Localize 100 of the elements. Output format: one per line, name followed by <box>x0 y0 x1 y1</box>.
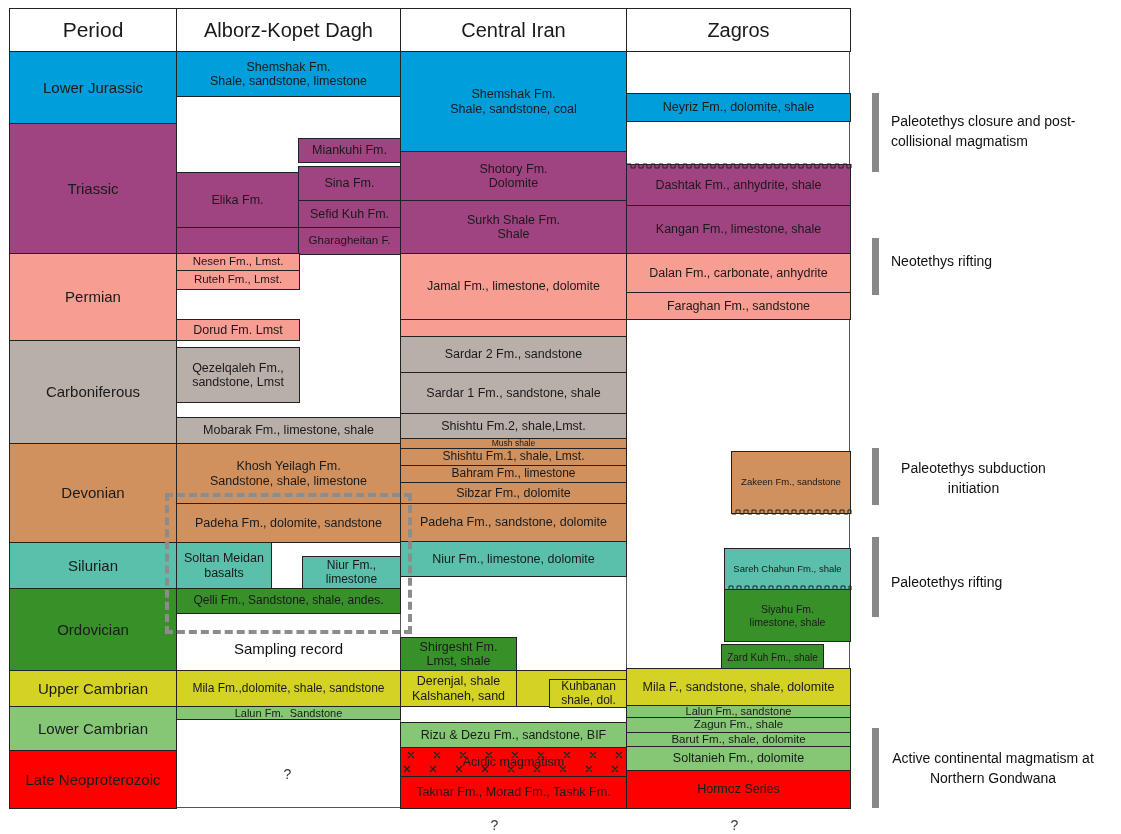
formation-box <box>626 164 851 206</box>
event-label: Neotethys rifting <box>891 252 994 271</box>
formation-name: Faraghan Fm., sandstone <box>666 298 811 314</box>
formation-name: Miankuhi Fm. <box>312 143 387 158</box>
formation-box <box>176 172 299 228</box>
formation-name: Sardar 1 Fm., sandstone, shale <box>426 385 601 401</box>
event-label: Paleotethys closure and post-collisional magmatism <box>891 112 1077 152</box>
formation-name: Dorud Fm. Lmst <box>193 322 283 338</box>
formation-name: Kalshaneh, sand <box>411 688 506 703</box>
formation-name: Shotory Fm. <box>479 161 548 176</box>
formation-name: Dalan Fm., carbonate, anhydrite <box>649 265 828 281</box>
question-mark: ? <box>282 765 293 784</box>
formation-name: Shirgesht Fm. <box>419 639 498 654</box>
formation-name: Surkh Shale Fm. <box>466 212 561 227</box>
formation-name: Shishtu Fm.1, shale, Lmst. <box>442 450 585 464</box>
formation-box <box>400 51 627 152</box>
formation-box <box>626 668 851 706</box>
formation-box <box>516 670 627 707</box>
formation-name: Mila F., sandstone, shale, dolomite <box>642 679 835 695</box>
formation-name: Lalun Fm. Sandstone <box>234 706 343 720</box>
formation-box <box>400 541 627 577</box>
formation-name: Niur Fm., limestone <box>324 558 379 587</box>
period-name: Triassic <box>67 179 119 198</box>
period-box <box>9 706 177 751</box>
formation-box <box>176 706 401 720</box>
formation-name: Mush shale <box>491 438 536 449</box>
event-label: Paleotethys rifting <box>891 573 1004 592</box>
formation-box <box>400 670 517 707</box>
period-box <box>9 443 177 543</box>
formation-box <box>176 417 401 444</box>
formation-box <box>176 542 272 589</box>
formation-box <box>400 637 517 671</box>
formation-name: Rizu & Dezu Fm., sandstone, BIF <box>420 727 607 743</box>
formation-box <box>298 200 401 228</box>
formation-name: Ruteh Fm., Lmst. <box>193 273 283 287</box>
formation-name: Lmst, shale <box>426 654 491 669</box>
formation-name: Sandstone, shale, limestone <box>209 473 367 488</box>
formation-box <box>400 336 627 373</box>
formation-box <box>626 717 851 733</box>
formation-box <box>400 253 627 320</box>
formation-name: Shale, sandstone, limestone <box>209 74 367 89</box>
region-label: Sampling record <box>232 640 345 657</box>
formation-box <box>298 166 401 201</box>
formation-name: Kuhbanan shale, dol. <box>560 679 617 708</box>
formation-name: limestone, shale <box>749 615 826 628</box>
formation-box <box>176 253 300 271</box>
formation-box <box>400 151 627 201</box>
period-box <box>9 588 177 671</box>
formation-name: Sardar 2 Fm., sandstone <box>444 347 583 362</box>
formation-name: Padeha Fm., sandstone, dolomite <box>420 515 607 530</box>
formation-name: Taknar Fm., Morad Fm., Tashk Fm. <box>416 785 611 800</box>
period-box <box>9 123 177 254</box>
formation-name: Sefid Kuh Fm. <box>309 206 390 222</box>
question-mark: ? <box>729 816 740 834</box>
column-header: Zagros <box>707 18 770 42</box>
period-name: Silurian <box>68 556 118 575</box>
period-box <box>9 51 177 124</box>
formation-name: Shale <box>497 227 530 242</box>
period-name: Ordovician <box>57 620 129 639</box>
formation-name: Neyriz Fm., dolomite, shale <box>662 100 815 115</box>
formation-box <box>626 205 851 254</box>
period-name: Lower Jurassic <box>42 78 143 97</box>
formation-box <box>298 227 401 255</box>
formation-name: Shemshak Fm. <box>246 59 331 74</box>
formation-box <box>626 770 851 809</box>
formation-name: Soltan Meidan basalts <box>183 551 265 580</box>
formation-name: Mila Fm.,dolomite, shale, sandstone <box>192 681 385 696</box>
formation-name: Dashtak Fm., anhydrite, shale <box>655 177 822 193</box>
period-box <box>9 750 177 809</box>
period-box <box>9 340 177 444</box>
formation-box <box>176 319 300 341</box>
formation-box <box>176 443 401 504</box>
formation-name: Khosh Yeilagh Fm. <box>236 459 341 474</box>
formation-box <box>400 372 627 414</box>
header-cell <box>9 8 177 52</box>
period-name: Late Neoproterozoic <box>25 770 161 789</box>
formation-box <box>400 413 627 439</box>
formation-name: Shishtu Fm.2, shale,Lmst. <box>441 418 586 434</box>
formation-box <box>731 451 851 514</box>
formation-box <box>724 548 851 590</box>
formation-name: Hormoz Series <box>697 782 780 797</box>
formation-box <box>176 503 401 543</box>
formation-name: Soltanieh Fm., dolomite <box>672 751 805 766</box>
formation-name: Qezelqaleh Fm., sandstone, Lmst <box>191 360 285 390</box>
formation-box <box>176 51 401 97</box>
formation-name: Qelli Fm., Sandstone, shale, andes. <box>193 594 384 608</box>
formation-box <box>626 93 851 122</box>
formation-name: Gharagheitan F. <box>308 234 391 248</box>
question-mark: ? <box>489 816 500 834</box>
formation-box <box>400 747 627 777</box>
formation-name: Shale, sandstone, coal <box>450 101 577 116</box>
formation-box <box>298 138 401 163</box>
formation-name: Siyahu Fm. <box>760 603 815 616</box>
formation-box <box>400 503 627 542</box>
formation-box <box>626 746 851 771</box>
formation-name: Dolomite <box>488 176 539 191</box>
formation-box <box>626 292 851 320</box>
period-box <box>9 253 177 341</box>
formation-box <box>549 679 628 708</box>
formation-name: Sareh Chahun Fm., shale <box>733 563 842 575</box>
